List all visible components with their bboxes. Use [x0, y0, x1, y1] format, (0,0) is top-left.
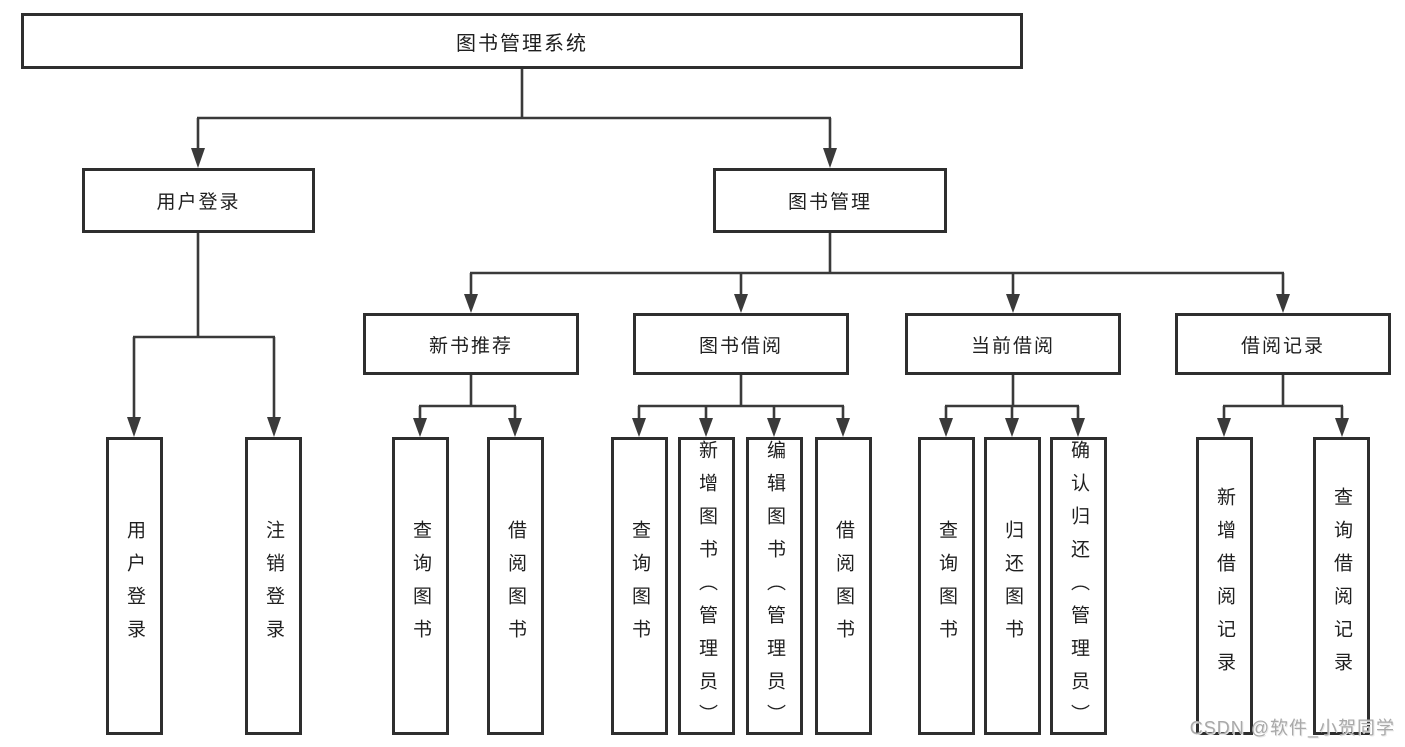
leaf-borrow-books-recommend: 借阅图书 — [487, 437, 544, 735]
leaf-add-borrow-record: 新增借阅记录 — [1196, 437, 1253, 735]
leaf-query-books-borrow-label: 查询图书 — [629, 520, 650, 652]
node-borrow-records-label: 借阅记录 — [1240, 335, 1325, 357]
node-borrow-records: 借阅记录 — [1175, 313, 1391, 375]
leaf-borrow-books: 借阅图书 — [815, 437, 872, 735]
node-book-borrow-label: 图书借阅 — [698, 335, 783, 357]
node-root: 图书管理系统 — [21, 13, 1023, 69]
leaf-borrow-books-recommend-label: 借阅图书 — [505, 520, 526, 652]
node-current-borrow-label: 当前借阅 — [970, 335, 1055, 357]
leaf-add-book-admin: 新增图书（管理员） — [678, 437, 735, 737]
node-user-login-label: 用户登录 — [156, 192, 241, 213]
node-new-book-recommend: 新书推荐 — [363, 313, 579, 375]
arrowheads — [127, 148, 1349, 437]
leaf-add-book-admin-label: 新增图书（管理员） — [696, 440, 717, 737]
leaf-query-books-current-label: 查询图书 — [936, 520, 957, 652]
leaf-user-login: 用户登录 — [106, 437, 163, 735]
leaf-query-borrow-record-label: 查询借阅记录 — [1331, 487, 1352, 685]
leaf-logout-label: 注销登录 — [263, 520, 284, 652]
leaf-confirm-return-admin-label: 确认归还（管理员） — [1068, 440, 1089, 737]
leaf-query-borrow-record: 查询借阅记录 — [1313, 437, 1370, 735]
leaf-query-books-current: 查询图书 — [918, 437, 975, 735]
node-user-login: 用户登录 — [82, 168, 315, 233]
leaf-add-borrow-record-label: 新增借阅记录 — [1214, 487, 1235, 685]
node-book-borrow: 图书借阅 — [633, 313, 849, 375]
leaf-edit-book-admin-label: 编辑图书（管理员） — [764, 440, 785, 737]
leaf-return-book: 归还图书 — [984, 437, 1041, 735]
leaf-return-book-label: 归还图书 — [1002, 520, 1023, 652]
node-book-management: 图书管理 — [713, 168, 947, 233]
leaf-logout: 注销登录 — [245, 437, 302, 735]
leaf-query-books-recommend: 查询图书 — [392, 437, 449, 735]
leaf-query-books-recommend-label: 查询图书 — [410, 520, 431, 652]
node-book-management-label: 图书管理 — [787, 192, 872, 213]
node-new-book-recommend-label: 新书推荐 — [428, 335, 513, 357]
leaf-borrow-books-label: 借阅图书 — [833, 520, 854, 652]
node-root-label: 图书管理系统 — [456, 32, 588, 55]
leaf-edit-book-admin: 编辑图书（管理员） — [746, 437, 803, 737]
leaf-confirm-return-admin: 确认归还（管理员） — [1050, 437, 1107, 737]
leaf-query-books-borrow: 查询图书 — [611, 437, 668, 735]
watermark: CSDN @软件_小贺同学 — [1189, 718, 1395, 738]
node-current-borrow: 当前借阅 — [905, 313, 1121, 375]
leaf-user-login-label: 用户登录 — [124, 520, 145, 652]
